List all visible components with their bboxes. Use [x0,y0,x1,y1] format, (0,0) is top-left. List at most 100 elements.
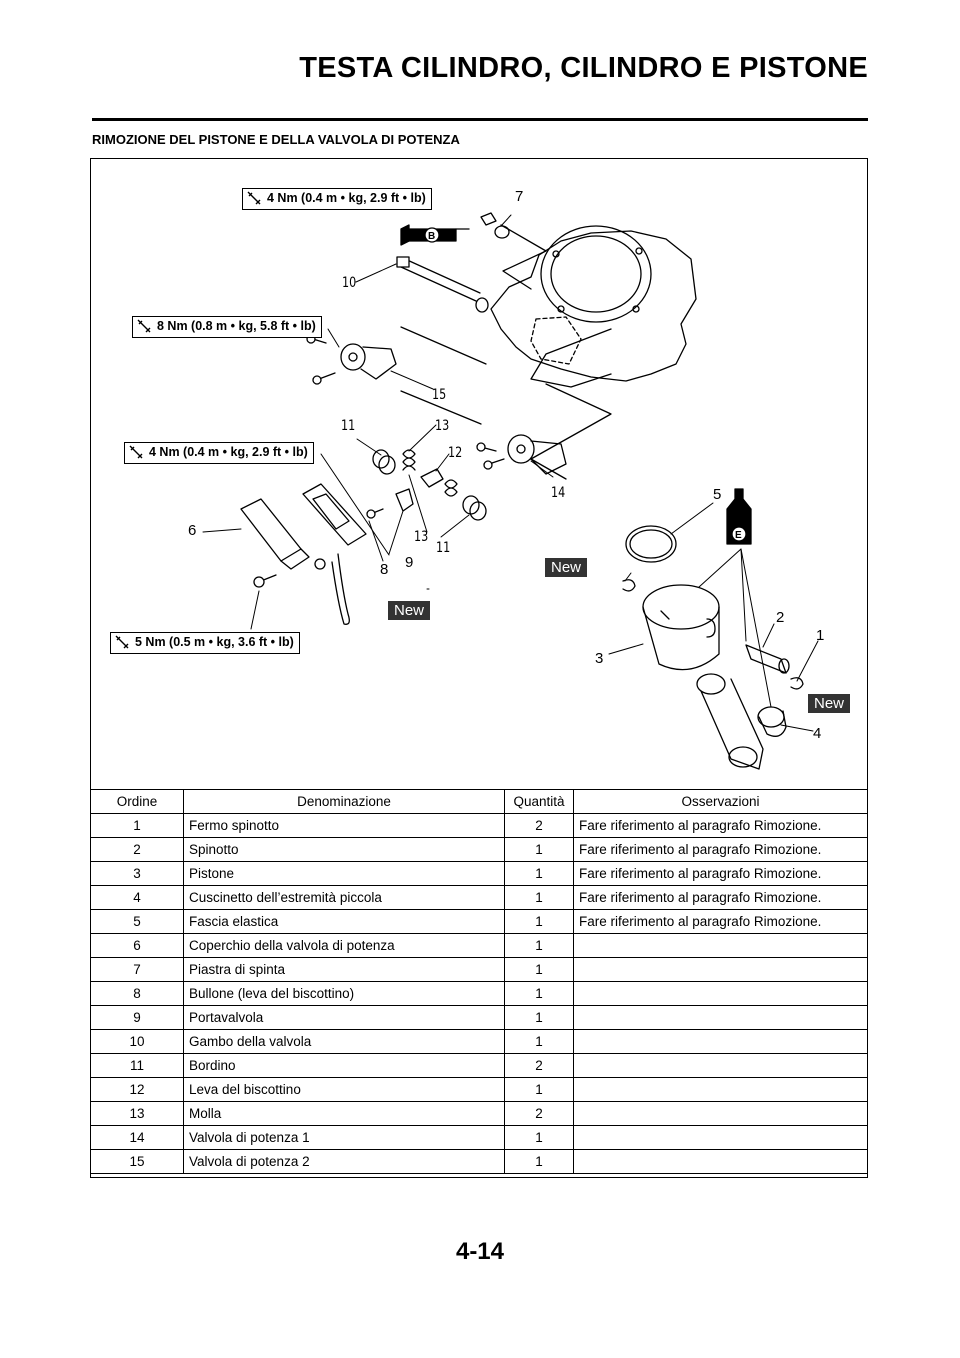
cell-remarks [573,981,868,1006]
cell-remarks [573,1125,868,1150]
cell-order: 12 [90,1077,184,1102]
cell-quantity: 1 [504,1005,574,1030]
torque-value: 4 Nm (0.4 m • kg, 2.9 ft • lb) [267,191,426,205]
cell-name: Bordino [183,1053,505,1078]
lube-mark-e: E [726,488,752,545]
cell-order: 11 [90,1053,184,1078]
cell-name: Piastra di spinta [183,957,505,982]
cell-quantity: 2 [504,1053,574,1078]
callout-11-top: 11 [341,418,356,434]
piston-pin-clip-right [790,677,804,690]
valve-housing-dashed [530,316,582,365]
valve-stem [396,256,481,302]
callout-7: 7 [515,188,524,205]
callout-12: 12 [448,445,463,461]
column-header-remarks: Osservazioni [573,789,868,814]
torque-wrench-icon [115,635,129,649]
page-number: 4-14 [455,1238,505,1265]
lever-bolt [366,508,384,519]
cell-order: 3 [90,861,184,886]
torque-label-thrust-plate: 4 Nm (0.4 m • kg, 2.9 ft • lb) [242,188,432,210]
new-badge: New [545,558,588,577]
cell-remarks: Fare riferimento al paragrafo Rimozione. [573,837,868,862]
thrust-plate-bolts [475,212,510,313]
piston-pin [745,644,790,674]
power-valve-1 [476,434,567,475]
cell-name: Molla [183,1101,505,1126]
cell-name: Leva del biscottino [183,1077,505,1102]
cell-name: Pistone [183,861,505,886]
cell-order: 7 [90,957,184,982]
cell-order: 4 [90,885,184,910]
torque-wrench-icon [137,319,151,333]
callout-3: 3 [595,650,604,667]
callout-10: 10 [342,275,357,291]
cell-name: Spinotto [183,837,505,862]
torque-value: 5 Nm (0.5 m • kg, 3.6 ft • lb) [135,635,294,649]
power-valve-cover [240,498,310,570]
torque-value: 8 Nm (0.8 m • kg, 5.8 ft • lb) [157,319,316,333]
cell-remarks [573,1053,868,1078]
cell-name: Valvola di potenza 1 [183,1125,505,1150]
cylinder-bore [540,225,652,323]
torque-label-lever-bolt: 4 Nm (0.4 m • kg, 2.9 ft • lb) [124,442,314,464]
cell-name: Fascia elastica [183,909,505,934]
cell-quantity: 1 [504,837,574,862]
diagram-drawing: B [202,212,819,770]
cell-quantity: 2 [504,813,574,838]
callout-8: 8 [380,561,389,578]
cell-quantity: 1 [504,909,574,934]
cylinder-body [490,230,697,382]
connecting-rod [696,673,764,770]
cell-remarks [573,1005,868,1030]
parts-table: Ordine Denominazione Quantità Osservazio… [90,789,868,1174]
valve-holder [395,488,414,512]
lube-mark-b [400,224,470,246]
cell-order: 8 [90,981,184,1006]
cell-order: 2 [90,837,184,862]
new-badge: New [388,601,431,620]
content-frame [90,158,868,1178]
piston [642,584,720,671]
cell-quantity: 1 [504,1149,574,1174]
cell-name: Portavalvola [183,1005,505,1030]
torque-wrench-icon [129,445,143,459]
cell-remarks: Fare riferimento al paragrafo Rimozione. [573,909,868,934]
piston-ring [625,525,677,563]
collar-left [372,449,396,475]
callout-6: 6 [188,522,197,539]
cover-bolt [253,574,277,588]
cell-remarks: Fare riferimento al paragrafo Rimozione. [573,861,868,886]
torque-wrench-icon [247,191,261,205]
cell-remarks: Fare riferimento al paragrafo Rimozione. [573,885,868,910]
cell-order: 1 [90,813,184,838]
header-rule [92,118,868,121]
power-valve-2 [306,334,397,385]
cell-remarks [573,1149,868,1174]
callout-5: 5 [713,486,722,503]
svg-text:E: E [735,530,742,541]
cell-remarks [573,957,868,982]
cell-quantity: 1 [504,933,574,958]
callout-1: 1 [816,627,825,644]
cell-quantity: 1 [504,957,574,982]
cell-remarks [573,933,868,958]
exploded-diagram: B [91,159,867,789]
cell-quantity: 2 [504,1101,574,1126]
cell-name: Gambo della valvola [183,1029,505,1054]
callout-15: 15 [432,387,447,403]
callout-2: 2 [776,609,785,626]
cell-remarks [573,1101,868,1126]
cell-remarks: Fare riferimento al paragrafo Rimozione. [573,813,868,838]
cell-quantity: 1 [504,1125,574,1150]
